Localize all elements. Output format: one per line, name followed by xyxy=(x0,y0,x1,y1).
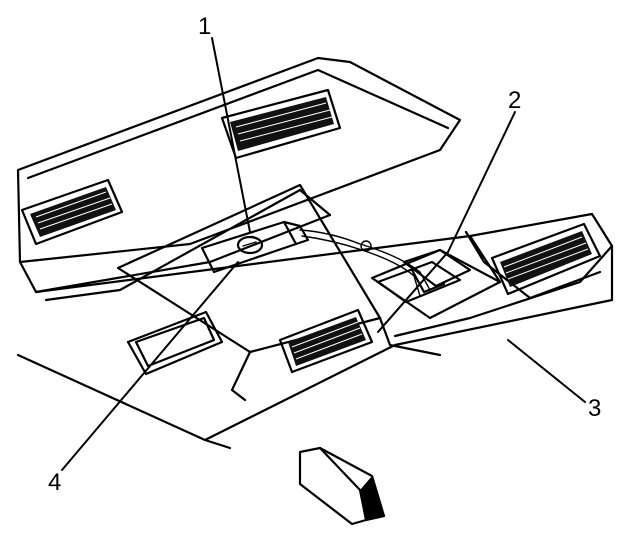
wiring-connector xyxy=(376,260,462,304)
lamp-lens xyxy=(126,310,224,376)
leader-1 xyxy=(211,37,251,233)
leader-2 xyxy=(447,111,516,253)
dome-lamp xyxy=(200,220,310,274)
vent-grille-upper-left xyxy=(20,178,124,246)
callout-4: 4 xyxy=(48,469,61,496)
leader-4 xyxy=(61,261,239,471)
vent-grille-lower-center xyxy=(278,308,374,374)
console-housing xyxy=(16,56,614,450)
vent-grille-right xyxy=(490,222,602,296)
callout-3: 3 xyxy=(588,395,601,422)
callout-2: 2 xyxy=(508,87,521,114)
callout-1: 1 xyxy=(198,13,211,40)
leader-2b xyxy=(377,251,449,333)
leader-lines xyxy=(61,37,586,471)
front-arrow-icon xyxy=(298,446,386,526)
vent-grille-upper-center xyxy=(220,88,342,160)
leader-3 xyxy=(507,339,586,403)
